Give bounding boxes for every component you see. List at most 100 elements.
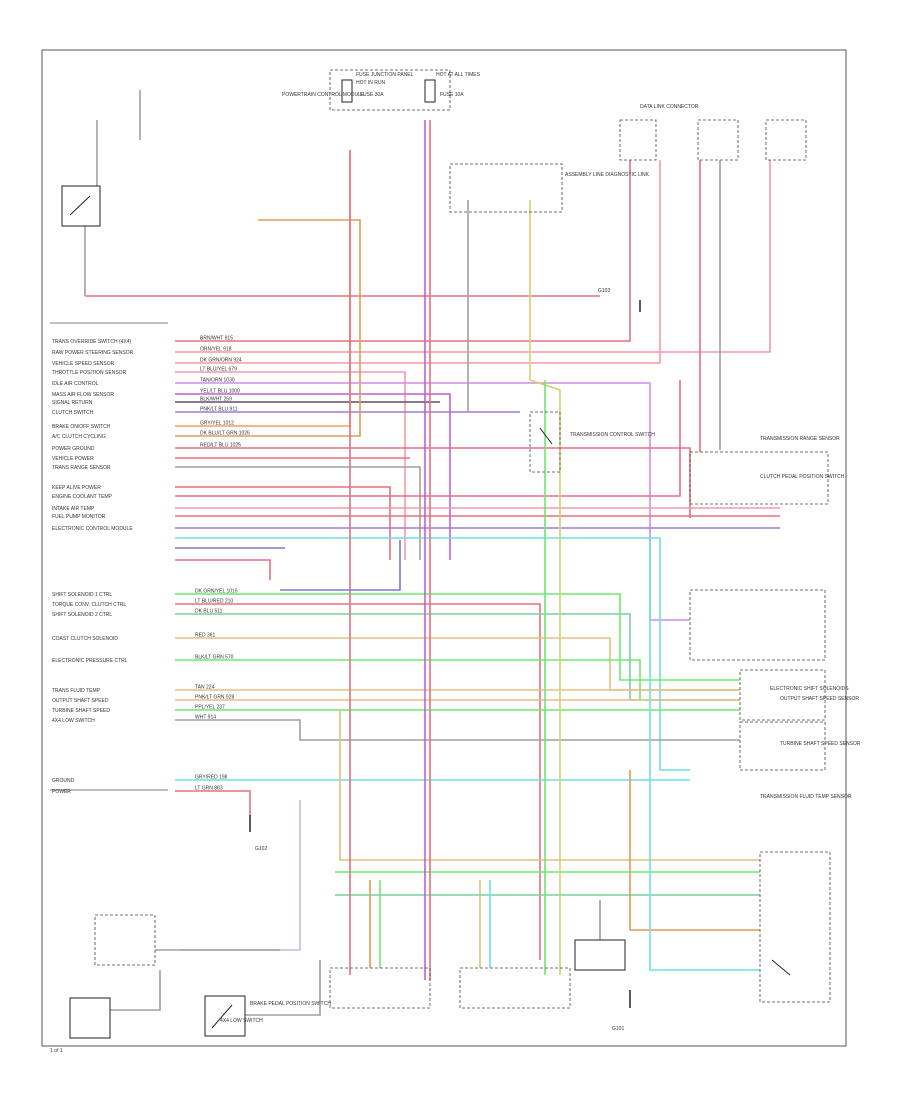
wire-label: BRN/WHT 915: [200, 336, 233, 342]
switch-contact: [539, 427, 553, 445]
wire-label: LT BLU/RED 210: [195, 599, 233, 605]
wire-31: [175, 719, 740, 741]
pin-label: TRANS OVERRIDE SWITCH (4X4): [52, 339, 132, 345]
wire-25: [175, 613, 740, 701]
component-label: POWERTRAIN CONTROL MODULE: [282, 92, 365, 98]
wire-2: [175, 160, 631, 342]
wire-label: DK GRN/ORN 924: [200, 358, 242, 364]
component-label: OUTPUT SHAFT SPEED SENSOR: [780, 696, 859, 702]
wire-label: GRY/RED 198: [195, 775, 228, 781]
wire-label: DK GRN/YEL 1016: [195, 589, 238, 595]
pin-label: KEEP ALIVE POWER: [52, 485, 101, 491]
wire-label: PNK/LT GRN 928: [195, 695, 234, 701]
pin-label: OUTPUT SHAFT SPEED: [52, 698, 109, 704]
component-label: TURBINE SHAFT SPEED SENSOR: [780, 741, 861, 747]
connector-top-right-1: [619, 119, 657, 161]
pin-label: VEHICLE POWER: [52, 456, 94, 462]
pin-label: TORQUE CONV. CLUTCH CTRL: [52, 602, 126, 608]
pin-label: IDLE AIR CONTROL: [52, 381, 99, 387]
wire-24: [175, 603, 541, 960]
wire-label: BLK/WHT 259: [200, 397, 232, 403]
pin-label: FUEL PUMP MONITOR: [52, 514, 106, 520]
wire-46: [280, 540, 401, 591]
wire-label: RED/LT BLU 1025: [200, 443, 241, 449]
wire-22: [175, 559, 271, 580]
pin-label: GROUND: [52, 778, 75, 784]
footer-text: 1 of 1: [50, 1048, 63, 1054]
component-label: CLUTCH PEDAL POSITION SWITCH: [760, 474, 845, 480]
solenoid-contact: [771, 959, 791, 976]
pin-label: RAW POWER STEERING SENSOR: [52, 350, 134, 356]
component-label: BRAKE PEDAL POSITION SWITCH: [250, 1001, 331, 1007]
data-link-connector: [574, 939, 626, 971]
component-label: 4X4 LOW SWITCH: [220, 1018, 263, 1024]
electronic-shift-solenoids: [759, 851, 831, 1003]
brake-pedal-position-switch: [689, 589, 826, 661]
wire-15: [175, 486, 391, 560]
fuse-10a: [424, 79, 436, 103]
wire-label: TAN 224: [195, 685, 215, 691]
wire-label: WHT 914: [195, 715, 216, 721]
4x4-low-switch: [204, 995, 246, 1037]
pin-label: SHIFT SOLENOID 1 CTRL: [52, 592, 112, 598]
module-lower-left: [69, 997, 111, 1039]
component-label: TRANSMISSION RANGE SENSOR: [760, 436, 840, 442]
component-label: ASSEMBLY LINE DIAGNOSTIC LINK: [565, 172, 650, 178]
relay-contact: [69, 195, 91, 216]
wire-label: PNK/LT BLU 911: [200, 407, 238, 413]
transmission-range-sensor: [329, 967, 431, 1009]
wire-10: [175, 219, 361, 437]
component-label: ELECTRONIC SHIFT SOLENOIDS: [770, 686, 849, 692]
wire-59: [245, 960, 321, 1016]
component-label: TRANSMISSION CONTROL SWITCH: [570, 432, 655, 438]
pin-label: POWER: [52, 789, 71, 795]
pin-label: ELECTRONIC PRESSURE CTRL: [52, 658, 128, 664]
pin-label: SIGNAL RETURN: [52, 400, 93, 406]
wire-39: [649, 540, 760, 971]
wire-34: [180, 800, 301, 951]
wire-5: [175, 371, 406, 560]
component-label: FUSE JUNCTION PANEL: [356, 72, 414, 78]
output-shaft-speed-sensor: [739, 669, 826, 721]
component-labels: FUSE JUNCTION PANEL HOT IN RUN HOT AT ALL …: [220, 72, 861, 1032]
wire-label: YEL/LT BLU 1000: [200, 389, 240, 395]
component-label: HOT AT ALL TIMES: [436, 72, 481, 78]
wire-label: LT GRN 883: [195, 786, 223, 792]
transmission-fluid-temp-sensor: [459, 967, 571, 1009]
wire-7: [175, 393, 451, 560]
wire-label: RED 361: [195, 633, 216, 639]
component-label: FUSE 10A: [440, 92, 464, 98]
wire-33: [175, 790, 251, 815]
wire-11: [175, 150, 351, 427]
components: [50, 69, 831, 1039]
wire-38: [629, 770, 760, 931]
pin-label: SHIFT SOLENOID 2 CTRL: [52, 612, 112, 618]
relay-upper-left: [61, 185, 101, 227]
connector-top-right-3: [765, 119, 807, 161]
wires: [84, 90, 780, 1016]
pcm-pin-labels: TRANS OVERRIDE SWITCH (4X4) RAW POWER STE…: [52, 339, 134, 795]
wire-label: ORN/YEL 918: [200, 347, 232, 353]
component-label: HOT IN RUN: [356, 80, 385, 86]
wire-27: [175, 659, 641, 700]
pin-label: TRANS FLUID TEMP: [52, 688, 101, 694]
wire-58: [110, 970, 161, 1011]
pin-label: TURBINE SHAFT SPEED: [52, 708, 110, 714]
component-label: DATA LINK CONNECTOR: [640, 104, 699, 110]
wire-23: [175, 593, 740, 681]
turbine-shaft-speed-sensor: [739, 721, 826, 771]
wire-6: [175, 382, 690, 621]
connector-top-right-2: [697, 119, 739, 161]
fuse-30a: [341, 79, 353, 103]
component-label: G103: [598, 288, 610, 294]
pin-label: CLUTCH SWITCH: [52, 410, 94, 416]
wire-label: PPL/YEL 237: [195, 705, 225, 711]
wire-label: DK BLU 511: [195, 609, 223, 615]
wire-label: LT BLU/YEL 679: [200, 367, 237, 373]
wire-label: GRY/YEL 1012: [200, 421, 234, 427]
pin-label: A/C CLUTCH CYCLING: [52, 434, 106, 440]
wire-3: [175, 160, 771, 353]
diagram-border: [41, 49, 847, 1047]
